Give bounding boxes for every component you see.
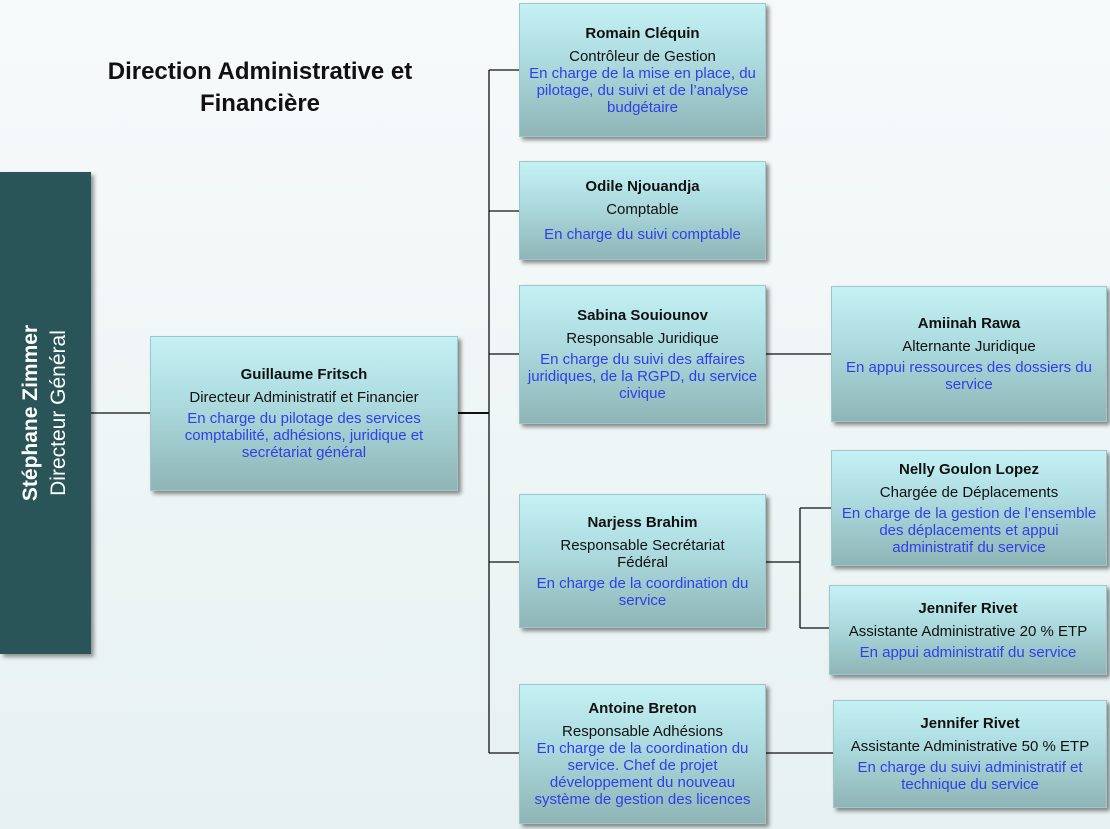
box-jennifer-rivet-20: Jennifer Rivet Assistante Administrative… xyxy=(829,585,1107,675)
person-description: En charge de la coordination du service.… xyxy=(534,740,751,808)
box-sabina-souiounov: Sabina Souiounov Responsable Juridique E… xyxy=(519,285,766,424)
person-name: Jennifer Rivet xyxy=(918,599,1018,617)
person-name: Nelly Goulon Lopez xyxy=(898,460,1039,478)
director-general-box: Stéphane Zimmer Directeur Général xyxy=(0,172,91,654)
box-romain-clequin: Romain Cléquin Contrôleur de Gestion En … xyxy=(519,3,766,137)
person-role: Directeur Administratif et Financier xyxy=(189,389,419,406)
person-role: Responsable Adhésions xyxy=(562,723,723,740)
person-description: En charge du suivi des affaires juridiqu… xyxy=(527,351,758,402)
person-description: En charge du suivi administratif et tech… xyxy=(857,759,1083,793)
person-role: Responsable Juridique xyxy=(566,330,719,347)
person-role: Comptable xyxy=(606,201,679,218)
page-title: Direction Administrative et Financière xyxy=(107,58,413,117)
box-jennifer-rivet-50: Jennifer Rivet Assistante Administrative… xyxy=(833,700,1107,808)
person-name: Romain Cléquin xyxy=(585,24,700,42)
person-description: En charge de la gestion de l’ensemble de… xyxy=(841,504,1097,556)
person-role: Contrôleur de Gestion xyxy=(569,47,716,65)
person-name: Guillaume Fritsch xyxy=(240,366,368,383)
person-role: Chargée de Déplacements xyxy=(879,483,1059,501)
director-general-name: Stéphane Zimmer xyxy=(19,324,42,502)
person-role: Alternante Juridique xyxy=(902,338,1036,355)
person-name: Narjess Brahim xyxy=(587,513,698,531)
person-description: En charge de la coordination du service xyxy=(536,574,749,609)
person-role: Assistante Administrative 50 % ETP xyxy=(850,738,1090,755)
box-antoine-breton: Antoine Breton Responsable Adhésions En … xyxy=(519,684,766,824)
person-description: En charge de la mise en place, du pilota… xyxy=(529,64,756,116)
director-general-role: Directeur Général xyxy=(47,330,70,496)
person-name: Odile Njouandja xyxy=(585,178,700,195)
person-name: Sabina Souiounov xyxy=(577,307,708,324)
person-role: Responsable Secrétariat Fédéral xyxy=(560,536,725,571)
person-name: Jennifer Rivet xyxy=(920,715,1020,732)
person-name: Antoine Breton xyxy=(588,700,697,717)
daf-box: Guillaume Fritsch Directeur Administrati… xyxy=(150,336,458,491)
person-name: Amiinah Rawa xyxy=(917,315,1021,332)
box-narjess-brahim: Narjess Brahim Responsable Secrétariat F… xyxy=(519,494,766,628)
person-description: En charge du suivi comptable xyxy=(544,226,741,243)
box-amiinah-rawa: Amiinah Rawa Alternante Juridique En app… xyxy=(831,286,1107,422)
box-nelly-goulon-lopez: Nelly Goulon Lopez Chargée de Déplacemen… xyxy=(831,450,1107,566)
person-role: Assistante Administrative 20 % ETP xyxy=(848,622,1088,640)
box-odile-njouandja: Odile Njouandja Comptable En charge du s… xyxy=(519,161,766,260)
person-description: En appui ressources des dossiers du serv… xyxy=(846,359,1092,393)
person-description: En appui administratif du service xyxy=(859,643,1077,661)
person-description: En charge du pilotage des services compt… xyxy=(184,410,424,461)
